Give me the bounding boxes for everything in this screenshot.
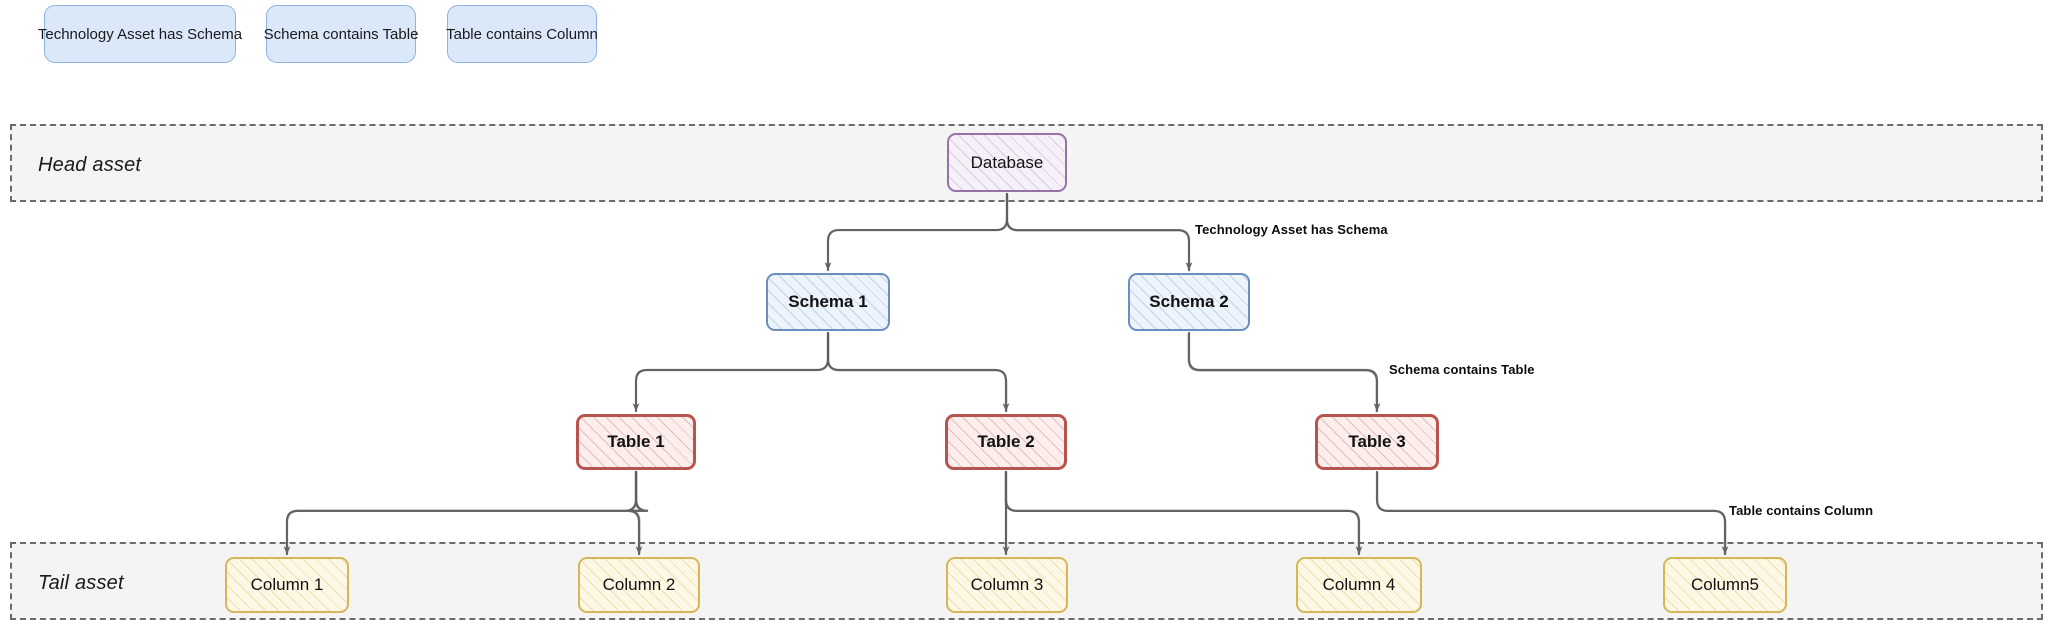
legend-chip-technology-asset-has-schema[interactable]: Technology Asset has Schema <box>38 5 242 63</box>
node-column-2[interactable]: Column 2 <box>578 557 700 613</box>
edge-label-technology-asset-has-schema: Technology Asset has Schema <box>1195 222 1388 237</box>
node-hatch-fill <box>579 417 693 467</box>
node-column-5[interactable]: Column5 <box>1663 557 1787 613</box>
lane-tail-asset-label: Tail asset <box>38 572 124 594</box>
node-hatch-fill <box>1298 559 1420 611</box>
node-label: Column 2 <box>602 575 676 594</box>
node-schema-2[interactable]: Schema 2 <box>1128 273 1250 331</box>
edge-path <box>285 470 637 554</box>
node-label: Schema 2 <box>1149 292 1229 311</box>
edge-path <box>1187 331 1381 413</box>
node-table-2[interactable]: Table 2 <box>945 414 1067 470</box>
legend-chip-schema-contains-table[interactable]: Schema contains Table <box>264 5 418 63</box>
node-hatch-fill <box>580 559 698 611</box>
edge-path <box>635 332 829 412</box>
edge-path <box>1187 333 1377 413</box>
node-table-3[interactable]: Table 3 <box>1315 414 1439 470</box>
node-hatch-fill <box>948 559 1066 611</box>
edge-path <box>827 193 1008 271</box>
edge-path <box>824 192 1009 272</box>
node-hatch-fill <box>1318 417 1436 467</box>
node-label: Column5 <box>1690 575 1760 594</box>
node-hatch-fill <box>949 135 1065 190</box>
edge-label-schema-contains-table: Schema contains Table <box>1389 362 1535 377</box>
node-label: Column 1 <box>250 575 324 594</box>
node-label: Schema 1 <box>788 292 868 311</box>
node-column-1[interactable]: Column 1 <box>225 557 349 613</box>
node-column-4[interactable]: Column 4 <box>1296 557 1422 613</box>
edge-path <box>628 470 649 554</box>
node-column-3[interactable]: Column 3 <box>946 557 1068 613</box>
edge-path <box>1377 472 1727 556</box>
edge-path <box>1004 470 1363 556</box>
node-hatch-fill <box>768 275 888 329</box>
node-label: Table 1 <box>607 432 665 451</box>
node-schema-1[interactable]: Schema 1 <box>766 273 890 331</box>
node-label: Database <box>970 152 1044 172</box>
node-label: Column 3 <box>970 575 1044 594</box>
node-hatch-fill <box>1665 559 1785 611</box>
edge-path <box>1006 194 1190 272</box>
edge-path <box>1005 192 1193 272</box>
node-hatch-fill <box>948 417 1064 467</box>
node-hatch-fill <box>1130 275 1248 329</box>
edge-path <box>826 331 1010 413</box>
node-label: Table 2 <box>977 432 1035 451</box>
edge-path <box>626 470 649 556</box>
lane-head-asset-label: Head asset <box>38 154 142 176</box>
node-label: Column 4 <box>1322 575 1396 594</box>
node-label: Table 3 <box>1348 432 1406 451</box>
edge-label-table-contains-column: Table contains Column <box>1729 503 1874 518</box>
edge-path <box>1375 470 1729 556</box>
edge-path <box>283 470 638 556</box>
node-hatch-fill <box>227 559 347 611</box>
node-table-1[interactable]: Table 1 <box>576 414 696 470</box>
legend-chip-table-contains-column[interactable]: Table contains Column <box>446 5 598 63</box>
edge-path <box>1004 471 1359 555</box>
edge-path <box>632 331 830 413</box>
edge-path <box>828 333 1008 413</box>
node-database[interactable]: Database <box>947 133 1067 192</box>
